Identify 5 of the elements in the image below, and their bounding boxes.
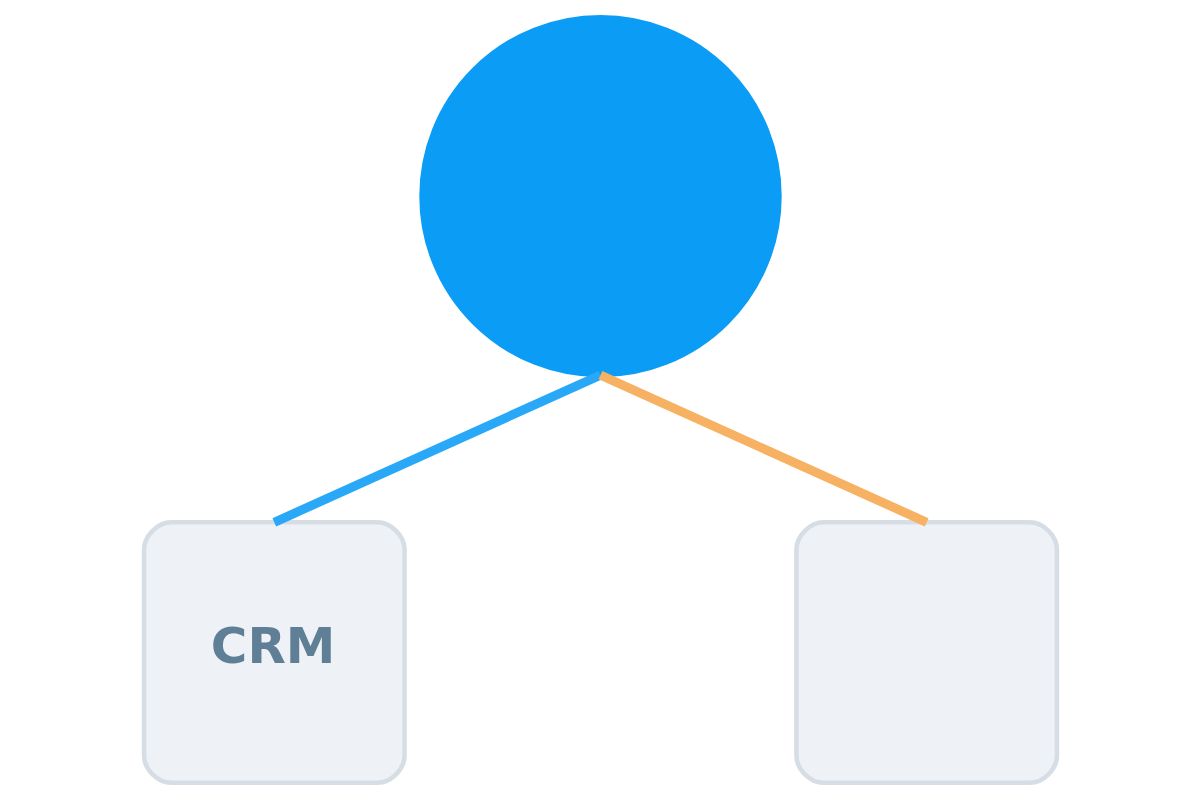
node-box: CRM (141, 520, 407, 786)
connector (271, 370, 602, 527)
node-box (793, 520, 1059, 786)
node-circle (418, 14, 782, 378)
connector (598, 370, 929, 527)
